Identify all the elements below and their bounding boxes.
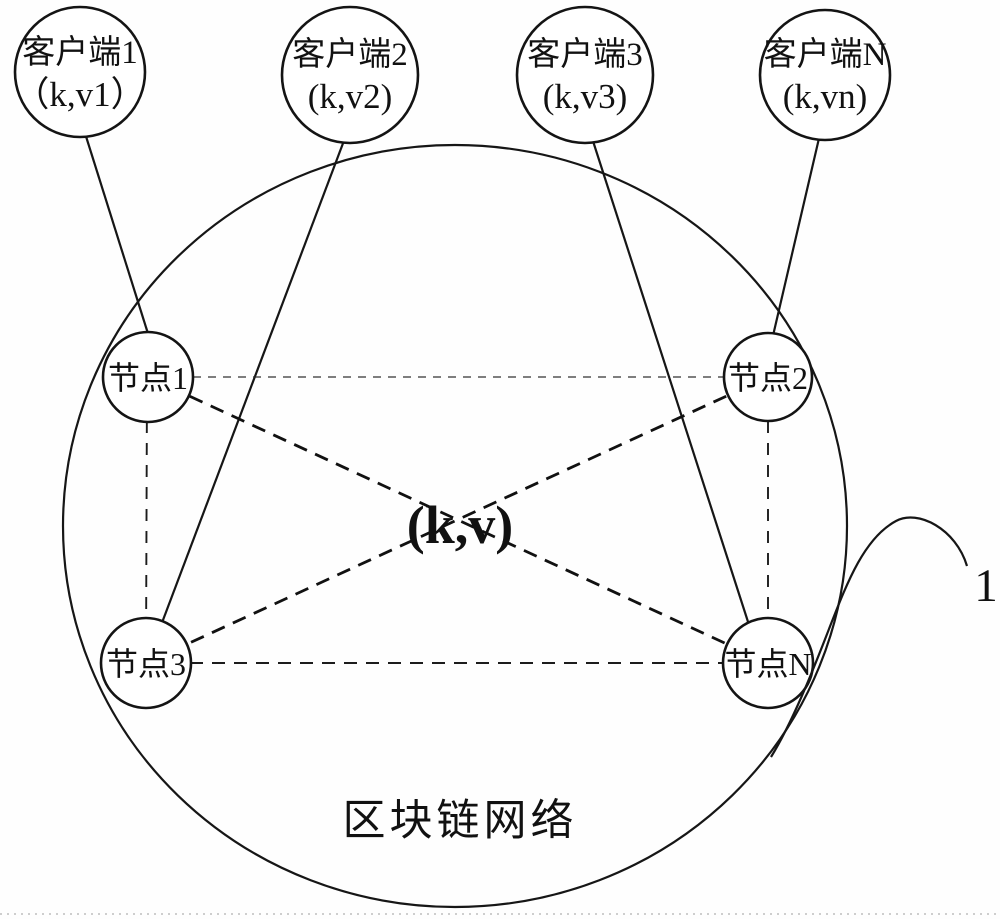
node-mesh-lines [145, 375, 769, 665]
client-link-lines [82, 129, 822, 629]
client-n: 客户端N (k,vn) [758, 8, 892, 142]
client-1: 客户端1 （k,v1） [13, 5, 147, 139]
node-2-name: 节点2 [728, 360, 808, 396]
node-n-name: 节点N [724, 646, 811, 682]
node-2: 节点2 [722, 331, 814, 423]
client-3-kv: (k,v3) [543, 77, 628, 116]
node-n: 节点N [721, 616, 815, 710]
node-3-name: 节点3 [106, 646, 186, 682]
link-client2-node3 [158, 137, 347, 629]
client-2-circle [280, 5, 420, 145]
figure-number-label: 1 [974, 560, 998, 612]
client-2-name: 客户端2 [292, 36, 408, 73]
link-client1-node1 [82, 129, 152, 341]
figure-leader-line [770, 516, 969, 758]
blockchain-network-boundary-circle [61, 143, 849, 909]
node-1-circle [101, 330, 195, 424]
client-1-name: 客户端1 [22, 34, 138, 71]
client-1-kv: （k,v1） [14, 75, 145, 114]
node-3: 节点3 [99, 616, 193, 710]
client-n-name: 客户端N [764, 36, 887, 73]
client-3-name: 客户端3 [527, 36, 643, 73]
client-2-kv: (k,v2) [308, 77, 393, 116]
link-clientN-node2 [770, 133, 822, 341]
node-1: 节点1 [101, 330, 195, 424]
client-3-circle [515, 5, 655, 145]
node-2-circle [722, 331, 814, 423]
mesh-node1-node3 [145, 376, 148, 664]
client-1-circle [13, 5, 147, 139]
link-client3-nodeN [590, 137, 752, 629]
center-kv-label: (k,v) [407, 495, 514, 555]
node-3-circle [99, 616, 193, 710]
node-n-circle [721, 616, 815, 710]
client-n-kv: (k,vn) [783, 77, 868, 116]
client-2: 客户端2 (k,v2) [280, 5, 420, 145]
network-name-label: 区块链网络 [343, 797, 578, 845]
node-1-name: 节点1 [108, 360, 188, 396]
client-n-circle [758, 8, 892, 142]
client-3: 客户端3 (k,v3) [515, 5, 655, 145]
